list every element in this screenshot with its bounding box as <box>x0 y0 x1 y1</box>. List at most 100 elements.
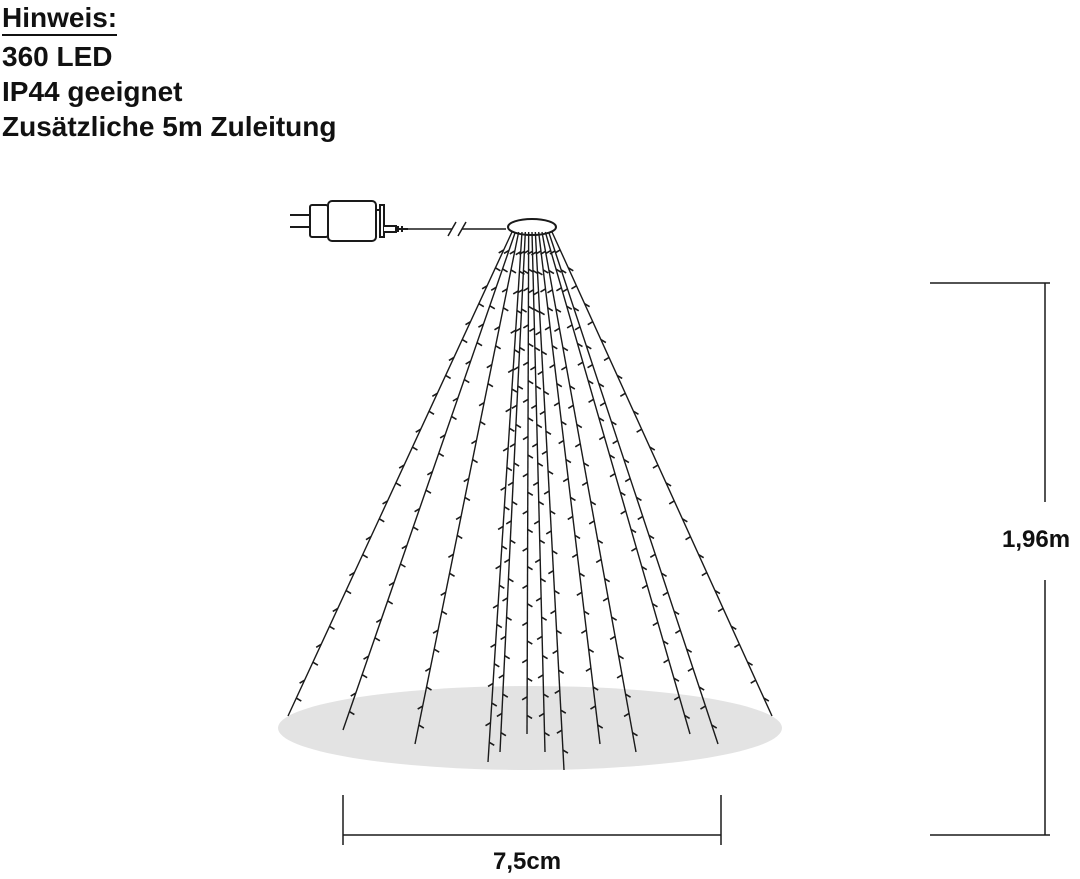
led-bulb <box>527 342 534 348</box>
led-bulb <box>530 404 537 410</box>
led-bulb <box>490 286 497 292</box>
led-bulb <box>400 563 406 568</box>
led-bulb <box>527 603 533 608</box>
led-bulb <box>553 327 560 332</box>
led-bulb <box>374 637 381 642</box>
led-bulb <box>541 350 548 356</box>
led-bulb <box>562 749 569 754</box>
led-bulb <box>512 290 519 295</box>
led-bulb <box>652 464 659 469</box>
led-bulb <box>426 686 432 691</box>
led-bulb <box>528 305 534 311</box>
led-bulb <box>541 450 548 455</box>
led-bulb <box>362 553 369 559</box>
led-bulb <box>556 383 563 388</box>
led-bulb <box>597 724 604 729</box>
led-bulb <box>521 308 527 313</box>
notes-block: Hinweis: 360 LED IP44 geeignet Zusätzlic… <box>2 0 336 144</box>
led-bulb <box>395 482 402 487</box>
led-bulb <box>535 330 542 336</box>
led-bulb <box>363 655 369 660</box>
led-bulb <box>700 705 706 710</box>
led-bulb <box>686 648 693 653</box>
led-bulb <box>540 250 546 255</box>
led-bulb <box>491 702 498 707</box>
led-bulb <box>490 643 496 648</box>
led-bulb <box>549 250 556 255</box>
led-bulb <box>571 553 578 559</box>
led-bulb <box>673 610 680 615</box>
led-bulb <box>556 729 563 734</box>
led-bulb <box>527 417 534 422</box>
led-bulb <box>505 520 512 525</box>
led-bulb <box>451 415 457 421</box>
led-bulb <box>529 366 536 371</box>
led-bulb <box>502 447 509 452</box>
led-bulb <box>539 539 546 544</box>
led-bulb <box>495 345 502 350</box>
led-bulb <box>583 462 590 467</box>
led-bulb <box>511 404 518 410</box>
led-bulb <box>438 452 445 458</box>
led-bulb <box>502 268 508 273</box>
led-bulb <box>527 491 534 496</box>
led-bulb <box>698 686 705 691</box>
led-bulb <box>536 423 543 429</box>
led-bulb <box>494 326 500 331</box>
led-bulb <box>527 528 534 534</box>
led-bulb <box>566 305 573 311</box>
led-strand <box>526 231 530 735</box>
led-bulb <box>445 374 452 380</box>
led-bulb <box>665 482 672 487</box>
led-bulb <box>487 682 494 688</box>
led-bulb <box>350 692 357 697</box>
led-bulb <box>652 621 659 627</box>
led-bulb <box>533 291 539 296</box>
transformer-icon <box>327 200 408 242</box>
led-strand <box>537 231 601 745</box>
led-bulb <box>492 604 499 609</box>
led-bulb <box>530 251 537 256</box>
led-bulb <box>465 320 471 326</box>
led-bulb <box>587 364 593 369</box>
led-bulb <box>533 308 540 313</box>
led-bulb <box>538 500 545 506</box>
led-bulb <box>526 640 533 645</box>
led-bulb <box>521 621 528 627</box>
led-bulb <box>662 640 669 645</box>
led-bulb <box>567 267 574 272</box>
led-bulb <box>463 378 470 384</box>
led-bulb <box>577 361 584 366</box>
led-bulb <box>733 643 740 648</box>
led-bulb <box>618 655 625 660</box>
led-bulb <box>580 629 587 634</box>
led-bulb <box>398 464 405 469</box>
led-bulb <box>517 289 523 294</box>
led-bulb <box>649 553 656 559</box>
led-bulb <box>440 591 447 596</box>
led-bulb <box>576 423 583 429</box>
led-bulb <box>633 410 639 415</box>
led-bulb <box>412 526 419 531</box>
led-bulb <box>543 490 550 495</box>
led-light-tree-icon <box>287 231 773 771</box>
led-bulb <box>412 446 418 451</box>
lead-cable <box>408 221 506 237</box>
led-bulb <box>537 462 544 467</box>
led-bulb <box>502 307 509 312</box>
led-bulb <box>511 500 518 506</box>
base-ellipse <box>278 686 782 770</box>
led-bulb <box>550 609 556 615</box>
led-bulb <box>428 410 435 415</box>
led-strand <box>541 231 637 753</box>
led-bulb <box>554 689 561 694</box>
led-bulb <box>417 705 424 710</box>
led-bulb <box>567 404 574 410</box>
led-bulb <box>624 477 631 483</box>
led-bulb <box>504 655 511 660</box>
led-bulb <box>597 539 604 544</box>
led-bulb <box>558 439 565 445</box>
led-bulb <box>648 534 655 540</box>
led-bulb <box>750 679 757 684</box>
